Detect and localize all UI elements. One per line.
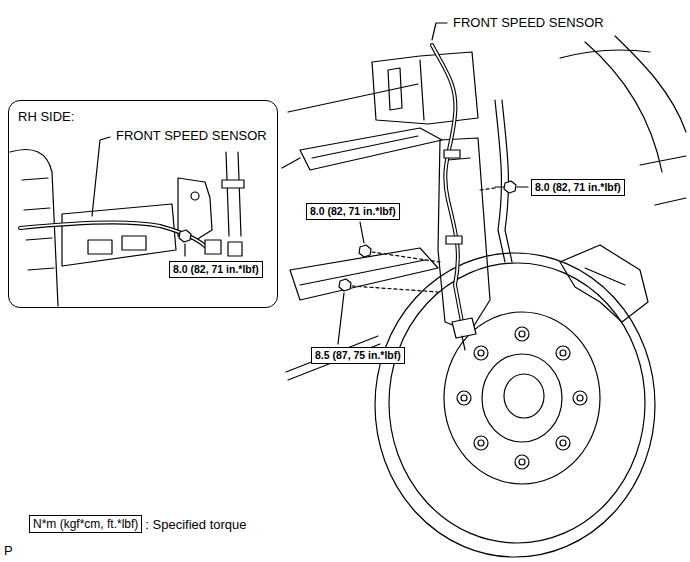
hub-bolt bbox=[556, 346, 570, 360]
inset-illustration bbox=[62, 204, 176, 266]
inset-illustration bbox=[191, 192, 199, 200]
leader-line bbox=[480, 188, 495, 190]
leader-line bbox=[517, 186, 528, 187]
hub-bolt bbox=[573, 391, 587, 405]
bolt bbox=[339, 181, 516, 291]
body-outline bbox=[640, 156, 686, 165]
upper-arm bbox=[300, 128, 442, 170]
inset-illustration bbox=[222, 180, 244, 188]
hub-bolt bbox=[560, 440, 566, 446]
bolt bbox=[339, 279, 351, 291]
part-name: FRONT SPEED SENSOR bbox=[452, 15, 605, 30]
hub-bolt bbox=[474, 436, 488, 450]
inset-illustration bbox=[92, 137, 110, 216]
body-outline bbox=[288, 84, 418, 112]
body-outline bbox=[560, 50, 650, 58]
hub-bolt bbox=[556, 436, 570, 450]
bolt bbox=[495, 186, 504, 187]
upper-arm bbox=[312, 136, 418, 158]
inset-illustration bbox=[226, 152, 241, 236]
leader-line bbox=[432, 23, 447, 40]
inset-illustration bbox=[228, 242, 242, 256]
node-text: 8.5 (87, 75 in.*lbf) bbox=[315, 349, 401, 362]
legend-text: : Specified torque bbox=[144, 517, 247, 532]
torque-box: 8.5 (87, 75 in.*lbf) bbox=[311, 347, 405, 364]
inset-illustration bbox=[20, 222, 205, 246]
node-text: 8.0 (82, 71 in.*lbf) bbox=[173, 263, 259, 276]
inset-illustration bbox=[205, 240, 221, 254]
node-text: 8.0 (82, 71 in.*lbf) bbox=[310, 205, 396, 218]
hub-bolt bbox=[519, 331, 525, 337]
inset-illustration bbox=[10, 137, 244, 306]
body-outline bbox=[282, 158, 300, 168]
leader-line bbox=[360, 222, 364, 243]
lower-arm bbox=[300, 260, 425, 285]
body-outline bbox=[282, 36, 686, 205]
leader-line bbox=[338, 23, 528, 344]
node-text: N*m (kgf*cm, ft.*lbf) bbox=[33, 517, 138, 531]
wheel-hub bbox=[444, 312, 600, 484]
hub-bolt bbox=[515, 455, 529, 469]
speed-sensor-cable bbox=[446, 236, 462, 244]
unit-legend-box: N*m (kgf*cm, ft.*lbf) bbox=[29, 515, 142, 533]
leader-line bbox=[372, 252, 440, 262]
strut-mount bbox=[372, 52, 478, 124]
node-text: RH SIDE: bbox=[18, 109, 74, 124]
speed-sensor-cable bbox=[432, 45, 462, 322]
hub-bolt bbox=[515, 327, 529, 341]
wheel-hub bbox=[482, 354, 562, 442]
hub-bolt bbox=[478, 440, 484, 446]
torque-box: 8.0 (82, 71 in.*lbf) bbox=[531, 179, 625, 196]
strut-mount bbox=[420, 60, 424, 120]
speed-sensor bbox=[452, 318, 476, 338]
hub-bolt bbox=[457, 327, 587, 469]
hub-bolt bbox=[457, 391, 471, 405]
body-outline bbox=[585, 42, 662, 172]
torque-box: 8.0 (82, 71 in.*lbf) bbox=[169, 261, 263, 278]
page-mark: P bbox=[3, 543, 14, 558]
torque-box: 8.0 (82, 71 in.*lbf) bbox=[306, 203, 400, 220]
disc-rotor bbox=[375, 253, 655, 557]
hub-bolt bbox=[577, 395, 583, 401]
body-outline bbox=[655, 198, 686, 205]
speed-sensor bbox=[452, 318, 476, 350]
inset-illustration bbox=[184, 244, 185, 256]
disc-rotor bbox=[389, 263, 645, 543]
leader-line bbox=[338, 293, 344, 344]
hub-bolt bbox=[560, 350, 566, 356]
speed-sensor-cable bbox=[432, 45, 462, 322]
bolt bbox=[504, 181, 516, 193]
hub-bolt bbox=[478, 350, 484, 356]
wheel-hub bbox=[444, 312, 600, 484]
leader-line bbox=[352, 286, 438, 292]
brake-hose bbox=[495, 100, 505, 262]
disc-rotor bbox=[375, 253, 655, 557]
hub-bolt bbox=[474, 346, 488, 360]
brake-caliper bbox=[560, 245, 648, 322]
brake-caliper bbox=[560, 245, 648, 322]
hub-bolt bbox=[519, 459, 525, 465]
strut-mount bbox=[388, 68, 402, 110]
bolt bbox=[359, 245, 371, 257]
inset-illustration bbox=[20, 222, 205, 246]
speed-sensor-cable bbox=[432, 45, 462, 322]
inset-illustration bbox=[179, 230, 191, 242]
inset-illustration bbox=[88, 236, 146, 254]
upper-arm bbox=[300, 128, 442, 170]
speed-sensor bbox=[462, 336, 465, 350]
brake-caliper bbox=[585, 268, 625, 285]
hub-bolt bbox=[461, 395, 467, 401]
node-text: 8.0 (82, 71 in.*lbf) bbox=[535, 181, 621, 194]
part-name: FRONT SPEED SENSOR bbox=[115, 128, 268, 143]
speed-sensor-cable bbox=[444, 150, 460, 158]
strut-mount bbox=[372, 52, 478, 124]
wheel-hub bbox=[504, 374, 544, 418]
